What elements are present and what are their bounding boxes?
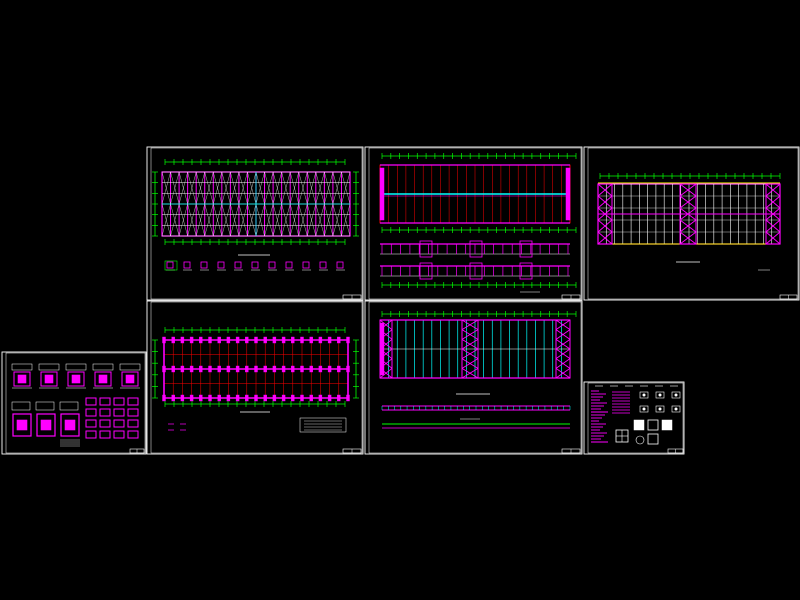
sheet-column-plan[interactable] bbox=[146, 300, 364, 455]
sheet-bracing-plan[interactable] bbox=[364, 300, 583, 455]
sheet-foundation-details[interactable] bbox=[1, 351, 147, 455]
sheet-purlin-plan[interactable] bbox=[583, 146, 800, 301]
sheet-general-notes[interactable] bbox=[583, 381, 685, 455]
sheet-roof-plan[interactable] bbox=[146, 146, 364, 301]
sheet-elevations[interactable] bbox=[364, 146, 583, 301]
